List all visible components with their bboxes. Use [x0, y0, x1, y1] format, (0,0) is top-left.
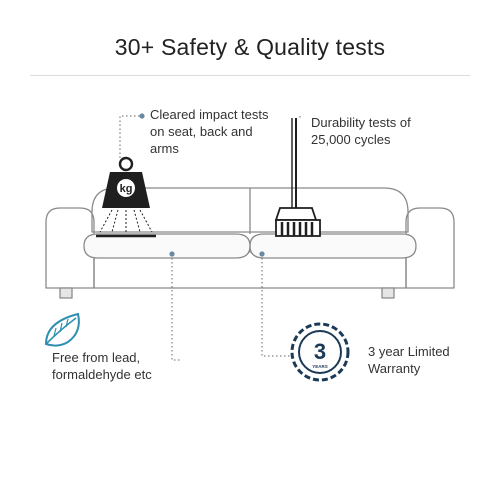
- leader-lead-free: [171, 254, 180, 361]
- callout-durability-tests: Durability tests of 25,000 cycles: [311, 114, 431, 148]
- weight-label-disc: [117, 179, 135, 197]
- lead-free-line-1: Free from lead,: [52, 350, 141, 365]
- dot-warranty: [259, 251, 265, 257]
- callout-lead-free: Free from lead, formaldehyde etc: [52, 349, 192, 383]
- impact-line-3: arms: [150, 141, 179, 156]
- callout-dots: [139, 113, 265, 257]
- impact-line-1: Cleared impact tests: [150, 107, 269, 122]
- callout-leaders: [119, 115, 301, 361]
- warranty-line-2: Warranty: [368, 361, 421, 376]
- broom-head: [274, 207, 318, 221]
- page-title: 30+ Safety & Quality tests: [114, 34, 386, 60]
- sofa-left-arm: [45, 207, 95, 289]
- seat-cushion-left: [83, 233, 251, 259]
- leaf-icon: [44, 312, 80, 347]
- durability-line-2: 25,000 cycles: [311, 132, 391, 147]
- callout-warranty: 3 year Limited Warranty: [368, 343, 478, 377]
- sofa: [45, 187, 455, 299]
- warranty-badge: 3 YEARS: [290, 322, 350, 382]
- leader-impact: [119, 115, 140, 158]
- sofa-leg-right: [381, 287, 395, 299]
- impact-lines: [99, 209, 153, 233]
- warranty-unit: YEARS: [312, 364, 328, 369]
- warranty-number: 3: [314, 339, 326, 364]
- leader-warranty: [261, 254, 290, 357]
- warranty-ring-outer: [290, 322, 350, 382]
- sofa-leg-left: [59, 287, 73, 299]
- bristle-lines: [280, 222, 314, 236]
- dot-lead: [169, 251, 175, 257]
- warranty-line-1: 3 year Limited: [368, 344, 450, 359]
- impact-line-2: on seat, back and: [150, 124, 253, 139]
- dot-impact: [139, 113, 145, 119]
- sofa-right-arm: [405, 207, 455, 289]
- broom-icon: [274, 118, 321, 237]
- warranty-ring-inner: [298, 330, 342, 374]
- callout-impact-tests: Cleared impact tests on seat, back and a…: [150, 106, 280, 157]
- lead-free-line-2: formaldehyde etc: [52, 367, 152, 382]
- leaf-shape: [44, 312, 80, 347]
- sofa-back: [91, 187, 409, 233]
- weight-label: kg: [120, 183, 133, 195]
- title-divider: [30, 75, 470, 76]
- weight-icon: kg: [96, 156, 156, 238]
- durability-line-1: Durability tests of: [311, 115, 411, 130]
- seat-cushion-right: [249, 233, 417, 259]
- weight-ring: [118, 156, 134, 172]
